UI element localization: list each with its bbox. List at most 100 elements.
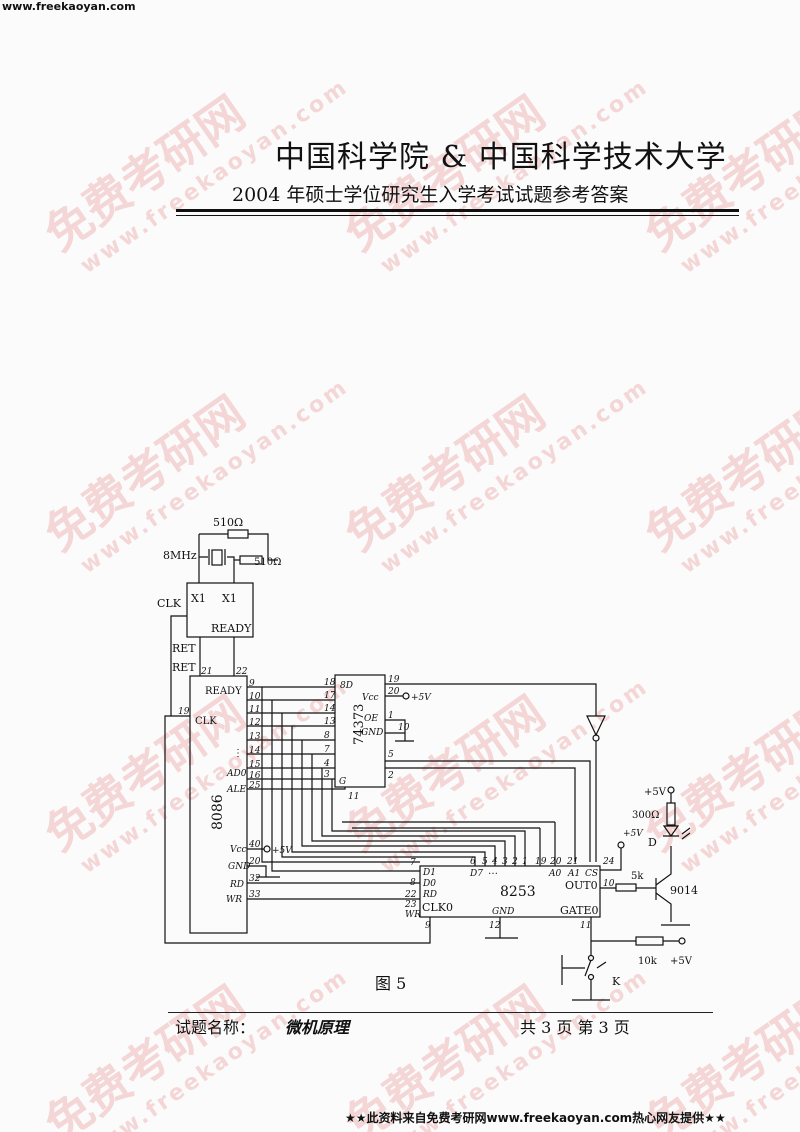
clock-generator-chip	[186, 582, 254, 638]
label-8086: 8086	[210, 794, 226, 830]
label-x1b: X1	[222, 592, 237, 605]
label-cpu-clk: CLK	[195, 716, 217, 727]
pin-number: 18	[324, 678, 336, 688]
label-gnd: GND	[228, 862, 250, 872]
label-wr: WR	[226, 895, 242, 905]
wire	[331, 779, 526, 866]
footer: 试题名称： 微机原理 共 3 页 第 3 页	[175, 1014, 715, 1038]
label-r2: 510Ω	[254, 557, 281, 568]
pin-number: 32	[249, 874, 261, 884]
label-ale: ALE	[226, 785, 246, 795]
pin-number: 2	[511, 857, 518, 867]
figure-caption: 图 5	[375, 974, 407, 993]
pin-number: 8	[410, 878, 416, 888]
pin: 21	[200, 667, 212, 677]
label-tgnd: GND	[492, 907, 514, 917]
pin-number: 6	[470, 857, 476, 867]
label-5v-cpu: +5V	[272, 846, 293, 856]
pin-number: 24	[602, 857, 615, 867]
label-5v-latch: +5V	[411, 693, 432, 703]
oscillator	[198, 529, 278, 583]
label-rd: RD	[229, 880, 244, 890]
pin-number: 4	[323, 759, 330, 769]
wire	[281, 713, 476, 866]
pin-number: 20	[387, 687, 400, 697]
pin-number: 10	[398, 723, 410, 733]
pin-number: 19	[388, 675, 400, 685]
label-latch-g: G	[339, 777, 346, 787]
pin-number: 22	[404, 890, 417, 900]
wire	[539, 822, 556, 866]
header-rule-thick	[176, 209, 739, 212]
label-8253-wr: WR	[405, 910, 421, 920]
label-74373: 74373	[352, 704, 367, 745]
label-8253: 8253	[500, 884, 536, 900]
wire	[321, 768, 516, 866]
pin-number: 8	[324, 731, 330, 741]
label-led: D	[648, 836, 657, 849]
label-ret1: RET	[172, 642, 196, 655]
pin-number: 20	[549, 857, 562, 867]
wire	[261, 687, 420, 863]
course-label: 试题名称：	[175, 1018, 256, 1037]
course-name: 微机原理	[285, 1018, 350, 1037]
transistor-9014	[655, 862, 690, 926]
pin-number: 16	[249, 771, 261, 781]
label-d7: D7	[469, 869, 483, 879]
timer-8253	[419, 865, 601, 918]
label-ad0: AD0	[226, 769, 247, 779]
label-ret2: RET	[172, 661, 196, 674]
label-out0: OUT0	[565, 879, 598, 892]
pin-number: 13	[324, 717, 336, 727]
label-x1a: X1	[191, 592, 206, 605]
label-5v-b: +5V	[644, 787, 667, 798]
pin-number: 1	[522, 857, 528, 867]
pin-number: 5	[388, 750, 394, 760]
label-clk: CLK	[157, 597, 182, 610]
label-5v-a: +5V	[623, 829, 644, 839]
label-vcc: Vcc	[230, 845, 247, 855]
label-5k: 5k	[631, 871, 644, 882]
header-rule-thin	[176, 215, 739, 216]
label-8253-rd: RD	[422, 890, 437, 900]
pin-number: 21	[566, 857, 578, 867]
pin-number: 9	[249, 679, 255, 689]
pin-number: 14	[249, 746, 261, 756]
latch-74373	[334, 674, 386, 788]
label-k: K	[612, 975, 621, 988]
cpu-8086	[189, 675, 248, 934]
wire	[271, 700, 420, 872]
label-d1: D1	[422, 868, 436, 878]
label-latch-oe: OE	[364, 714, 378, 724]
resistor-510-top	[227, 529, 249, 539]
label-10k: 10k	[638, 956, 658, 967]
pin-number: 10	[249, 692, 261, 702]
pin-number: 11	[249, 705, 260, 715]
label-latch-gnd: GND	[361, 728, 383, 738]
label-cpu-ready: READY	[205, 686, 242, 697]
pin-number: 3	[502, 857, 508, 867]
page-title: 中国科学院 & 中国科学技术大学	[275, 140, 727, 175]
pin-number: 12	[249, 718, 261, 728]
source-note: ★★此资料来自免费考研网www.freekaoyan.com热心网友提供★★	[345, 1111, 726, 1125]
pin-number: 7	[324, 745, 330, 755]
site-url: www.freekaoyan.com	[2, 0, 136, 13]
resistor-300	[666, 802, 676, 826]
wire	[311, 754, 506, 866]
pin-number: 14	[324, 704, 336, 714]
label-crystal: 8MHz	[163, 549, 197, 562]
pin-number: 40	[248, 840, 261, 850]
pin-number: 25	[248, 781, 261, 791]
pin-number: 13	[249, 732, 261, 742]
crystal	[211, 549, 223, 566]
pin: 22	[235, 667, 248, 677]
label-a0: A0	[548, 869, 561, 879]
inverter	[586, 715, 606, 737]
pin-number: 9	[425, 921, 431, 931]
pin-number: 5	[482, 857, 488, 867]
label-300: 300Ω	[632, 810, 659, 821]
